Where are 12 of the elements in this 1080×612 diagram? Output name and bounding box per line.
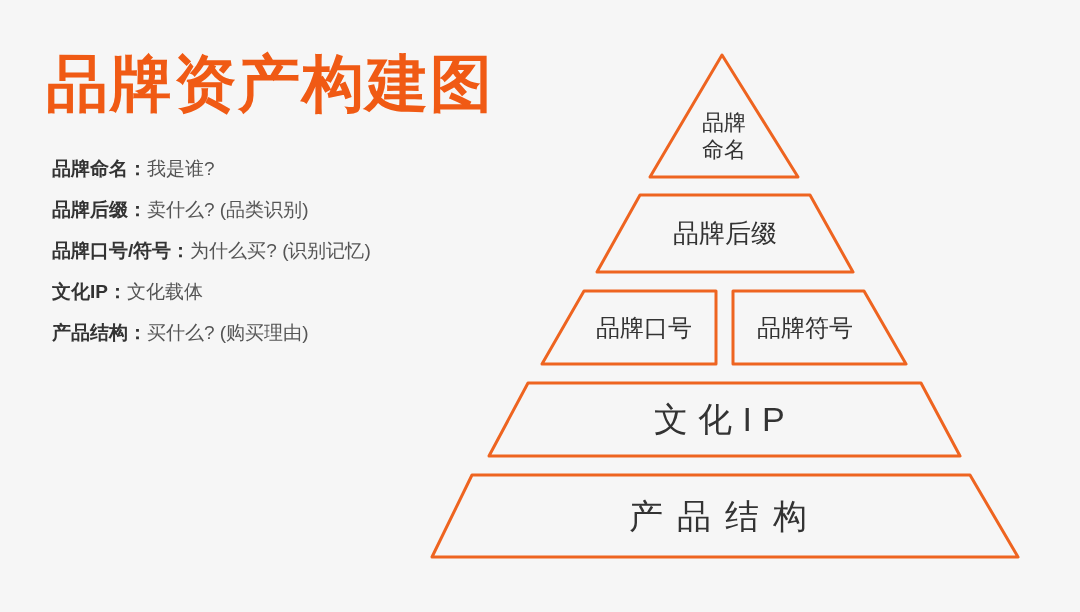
description-line: 品牌后缀：卖什么? (品类识别)	[52, 198, 310, 222]
tier-label: 品牌符号	[756, 312, 853, 343]
tier-label: 品牌口号	[596, 312, 692, 343]
description-line: 文化IP：文化载体	[52, 280, 204, 304]
description-line: 产品结构：买什么? (购买理由)	[52, 321, 310, 345]
tier-label: 文化IP	[654, 399, 795, 441]
tier-label: 品牌后缀	[673, 217, 777, 250]
title: 品牌资产构建图	[46, 48, 494, 120]
description-line: 品牌命名：我是谁?	[52, 157, 216, 181]
description-line: 品牌口号/符号：为什么买? (识别记忆)	[52, 239, 371, 263]
tier-label: 产品结构	[629, 495, 821, 537]
tier-label: 品牌命名	[701, 108, 747, 164]
